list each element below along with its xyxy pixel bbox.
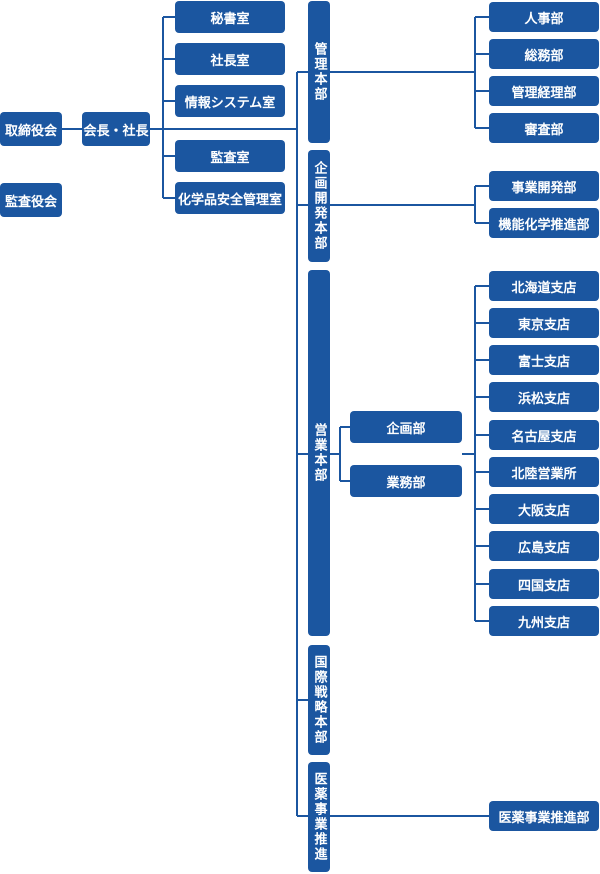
department-box[interactable]: 企画部 bbox=[350, 411, 462, 443]
branch-label: 広島支店 bbox=[517, 540, 570, 556]
department-label: 管理経理部 bbox=[511, 85, 577, 101]
office-label: 秘書室 bbox=[210, 11, 250, 27]
branch-box[interactable]: 名古屋支店 bbox=[489, 420, 599, 450]
branch-box[interactable]: 浜松支店 bbox=[489, 382, 599, 412]
branch-label: 浜松支店 bbox=[517, 391, 570, 407]
board-of-directors-label: 取締役会 bbox=[4, 123, 57, 139]
division-label: 企画開発本部 bbox=[311, 161, 327, 251]
board-of-directors-box[interactable]: 取締役会 bbox=[0, 112, 62, 146]
division-label: 管理本部 bbox=[311, 42, 327, 102]
chairman-president-box[interactable]: 会長・社長 bbox=[82, 112, 150, 146]
branch-box[interactable]: 広島支店 bbox=[489, 531, 599, 561]
branch-box[interactable]: 北海道支店 bbox=[489, 271, 599, 301]
division-label: 営業本部 bbox=[311, 423, 327, 483]
branch-label: 四国支店 bbox=[517, 578, 570, 594]
department-box[interactable]: 人事部 bbox=[489, 2, 599, 32]
chairman-president-label: 会長・社長 bbox=[83, 123, 149, 139]
board-of-auditors-label: 監査役会 bbox=[4, 194, 57, 210]
branch-label: 東京支店 bbox=[517, 317, 570, 333]
branch-box[interactable]: 東京支店 bbox=[489, 308, 599, 338]
branch-label: 北海道支店 bbox=[511, 280, 577, 296]
branch-box[interactable]: 富士支店 bbox=[489, 345, 599, 375]
department-box[interactable]: 総務部 bbox=[489, 39, 599, 69]
branch-box[interactable]: 大阪支店 bbox=[489, 494, 599, 524]
office-box[interactable]: 化学品安全管理室 bbox=[175, 182, 285, 214]
branch-label: 九州支店 bbox=[517, 615, 570, 631]
branch-label: 大阪支店 bbox=[517, 503, 570, 519]
department-label: 事業開発部 bbox=[511, 180, 577, 196]
department-label: 企画部 bbox=[386, 421, 426, 437]
division-international-box[interactable]: 国際戦略本部 bbox=[308, 645, 330, 755]
office-box[interactable]: 社長室 bbox=[175, 43, 285, 75]
branch-label: 北陸営業所 bbox=[511, 466, 577, 482]
branch-label: 富士支店 bbox=[517, 354, 570, 370]
branch-box[interactable]: 北陸営業所 bbox=[489, 457, 599, 487]
office-label: 情報システム室 bbox=[184, 95, 276, 111]
department-label: 審査部 bbox=[524, 122, 564, 138]
division-planning-box[interactable]: 企画開発本部 bbox=[308, 150, 330, 262]
division-label: 国際戦略本部 bbox=[311, 655, 327, 745]
board-of-auditors-box[interactable]: 監査役会 bbox=[0, 183, 62, 217]
office-box[interactable]: 監査室 bbox=[175, 140, 285, 172]
department-box[interactable]: 業務部 bbox=[350, 465, 462, 497]
department-label: 総務部 bbox=[524, 48, 564, 64]
department-box[interactable]: 機能化学推進部 bbox=[489, 208, 599, 238]
office-label: 社長室 bbox=[210, 53, 250, 69]
department-box[interactable]: 事業開発部 bbox=[489, 171, 599, 201]
department-label: 医薬事業推進部 bbox=[498, 810, 590, 826]
department-box[interactable]: 審査部 bbox=[489, 113, 599, 143]
division-label: 医薬事業推進 bbox=[311, 772, 327, 862]
office-label: 化学品安全管理室 bbox=[177, 192, 282, 208]
office-label: 監査室 bbox=[210, 150, 250, 166]
office-box[interactable]: 秘書室 bbox=[175, 1, 285, 33]
branch-label: 名古屋支店 bbox=[511, 429, 577, 445]
office-box[interactable]: 情報システム室 bbox=[175, 85, 285, 117]
department-box[interactable]: 医薬事業推進部 bbox=[489, 801, 599, 831]
department-label: 業務部 bbox=[386, 475, 426, 491]
department-label: 機能化学推進部 bbox=[498, 217, 590, 233]
division-management-box[interactable]: 管理本部 bbox=[308, 1, 330, 143]
branch-box[interactable]: 九州支店 bbox=[489, 606, 599, 636]
branch-box[interactable]: 四国支店 bbox=[489, 569, 599, 599]
division-pharma-box[interactable]: 医薬事業推進 bbox=[308, 762, 330, 872]
department-box[interactable]: 管理経理部 bbox=[489, 76, 599, 106]
division-sales-box[interactable]: 営業本部 bbox=[308, 270, 330, 636]
department-label: 人事部 bbox=[524, 11, 564, 27]
